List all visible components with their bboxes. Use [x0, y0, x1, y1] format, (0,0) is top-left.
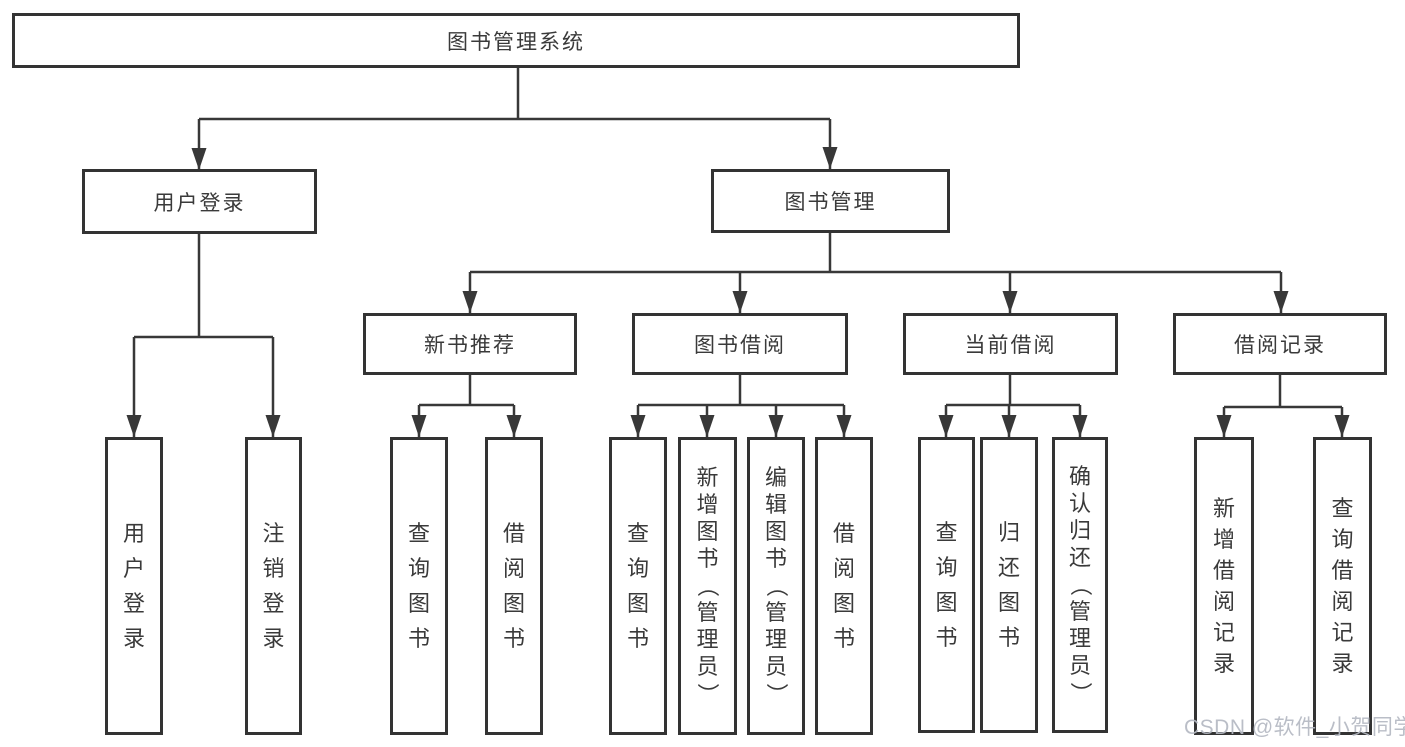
node-root: 图书管理系统: [12, 13, 1020, 68]
node-new-book-rec: 新书推荐: [363, 313, 577, 375]
node-current-borrow: 当前借阅: [903, 313, 1118, 375]
node-query-book-rec-label: 查询图书: [407, 520, 430, 651]
node-borrow-record: 借阅记录: [1173, 313, 1387, 375]
node-add-borrow-record: 新增借阅记录: [1194, 437, 1254, 735]
node-return-book-label: 归还图书: [997, 519, 1020, 650]
node-user-login-leaf-label: 用户登录: [122, 520, 145, 651]
node-query-book-current: 查询图书: [918, 437, 975, 733]
node-return-book: 归还图书: [980, 437, 1038, 733]
node-borrow-book-rec-label: 借阅图书: [502, 520, 525, 651]
node-query-borrow-record: 查询借阅记录: [1313, 437, 1372, 735]
node-logout-leaf: 注销登录: [245, 437, 302, 735]
node-borrow-book-leaf: 借阅图书: [815, 437, 873, 735]
node-current-borrow-label: 当前借阅: [964, 334, 1057, 357]
csdn-watermark: CSDN @软件_小贺同学: [1184, 716, 1405, 739]
node-root-label: 图书管理系统: [447, 30, 585, 54]
node-confirm-return-admin: 确认归还（管理员）: [1052, 437, 1108, 733]
current-borrow-branch: [938, 375, 1088, 437]
node-edit-book-admin: 编辑图书（管理员）: [747, 437, 805, 735]
node-new-book-rec-label: 新书推荐: [424, 334, 516, 357]
node-book-mgmt: 图书管理: [711, 169, 950, 233]
root-branch: [191, 68, 838, 170]
node-query-book-current-label: 查询图书: [935, 519, 958, 650]
node-query-borrow-record-label: 查询借阅记录: [1331, 495, 1354, 676]
node-user-login-label: 用户登录: [153, 191, 246, 215]
node-query-book-borrow-label: 查询图书: [626, 520, 649, 651]
node-book-borrow-label: 图书借阅: [694, 334, 786, 357]
node-logout-leaf-label: 注销登录: [262, 520, 285, 651]
new-book-rec-branch: [411, 375, 522, 437]
node-add-borrow-record-label: 新增借阅记录: [1212, 495, 1235, 676]
node-borrow-book-rec: 借阅图书: [485, 437, 543, 735]
borrow-record-branch: [1216, 375, 1350, 437]
book-borrow-branch: [630, 375, 852, 437]
node-borrow-book-leaf-label: 借阅图书: [832, 520, 855, 651]
node-user-login-leaf: 用户登录: [105, 437, 163, 735]
node-user-login: 用户登录: [82, 169, 317, 234]
node-edit-book-admin-label: 编辑图书（管理员）: [763, 465, 789, 706]
book-mgmt-branch: [462, 233, 1289, 313]
node-query-book-borrow: 查询图书: [609, 437, 667, 735]
user-login-branch: [126, 234, 281, 437]
node-borrow-record-label: 借阅记录: [1234, 334, 1326, 357]
node-add-book-admin: 新增图书（管理员）: [678, 437, 737, 735]
node-add-book-admin-label: 新增图书（管理员）: [695, 465, 721, 706]
node-book-mgmt-label: 图书管理: [784, 191, 877, 214]
node-book-borrow: 图书借阅: [632, 313, 848, 375]
node-query-book-rec: 查询图书: [390, 437, 448, 735]
node-confirm-return-admin-label: 确认归还（管理员）: [1067, 464, 1093, 705]
